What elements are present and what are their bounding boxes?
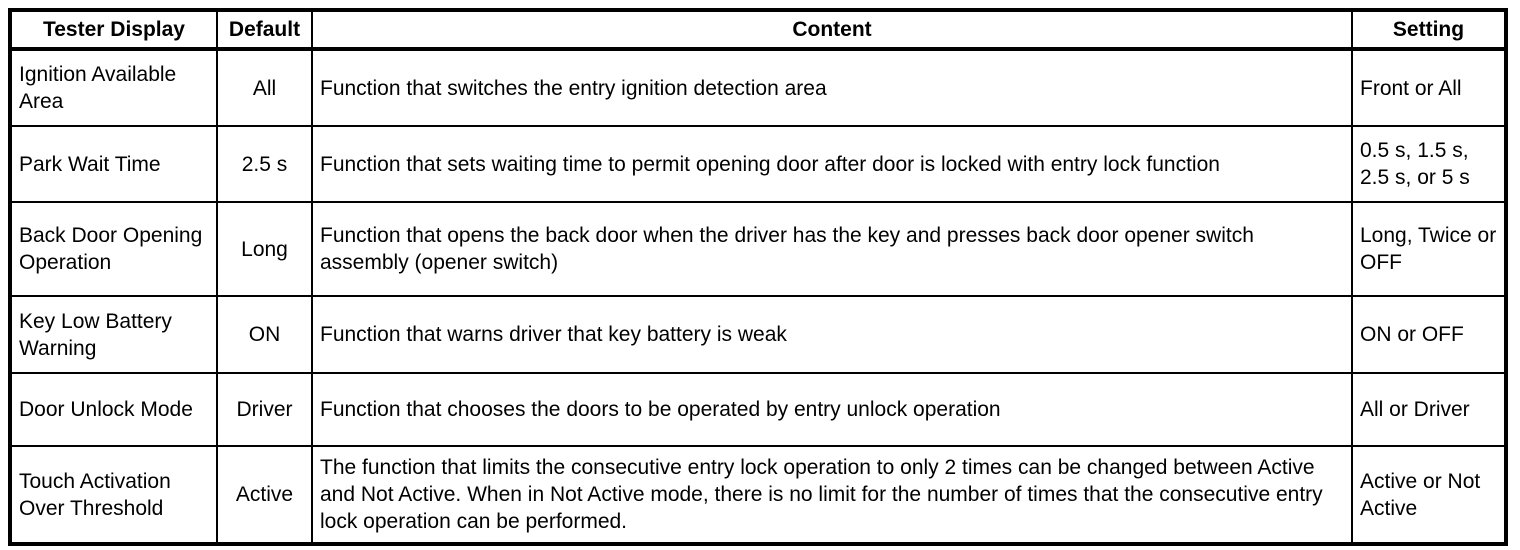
table-row: Back Door Opening Operation Long Functio… (9, 201, 1507, 298)
cell-setting: Active or Not Active (1351, 445, 1507, 546)
cell-tester-display: Park Wait Time (9, 125, 218, 204)
cell-default: Active (216, 445, 313, 546)
cell-default: 2.5 s (216, 125, 313, 204)
table-row: Key Low Battery Warning ON Function that… (9, 295, 1507, 375)
table-body: Ignition Available Area All Function tha… (9, 48, 1507, 546)
table-header-row: Tester Display Default Content Setting (9, 8, 1507, 52)
cell-content: Function that chooses the doors to be op… (311, 372, 1353, 448)
cell-content: The function that limits the consecutive… (311, 445, 1353, 546)
column-header-setting: Setting (1351, 8, 1507, 52)
cell-tester-display: Touch Activation Over Threshold (9, 445, 218, 546)
cell-setting: ON or OFF (1351, 295, 1507, 375)
table-header: Tester Display Default Content Setting (9, 8, 1507, 52)
cell-default: Driver (216, 372, 313, 448)
table-row: Ignition Available Area All Function tha… (9, 48, 1507, 128)
cell-content: Function that opens the back door when t… (311, 201, 1353, 298)
table-row: Park Wait Time 2.5 s Function that sets … (9, 125, 1507, 204)
cell-default: All (216, 48, 313, 128)
column-header-tester-display: Tester Display (9, 8, 218, 52)
spec-table-container: Tester Display Default Content Setting I… (8, 8, 1508, 547)
cell-setting: 0.5 s, 1.5 s, 2.5 s, or 5 s (1351, 125, 1507, 204)
tester-display-settings-table: Tester Display Default Content Setting I… (8, 8, 1508, 547)
cell-tester-display: Back Door Opening Operation (9, 201, 218, 298)
column-header-content: Content (311, 8, 1353, 52)
cell-content: Function that switches the entry ignitio… (311, 48, 1353, 128)
cell-content: Function that sets waiting time to permi… (311, 125, 1353, 204)
cell-default: Long (216, 201, 313, 298)
cell-setting: Long, Twice or OFF (1351, 201, 1507, 298)
cell-content: Function that warns driver that key batt… (311, 295, 1353, 375)
table-row: Door Unlock Mode Driver Function that ch… (9, 372, 1507, 448)
column-header-default: Default (216, 8, 313, 52)
cell-tester-display: Key Low Battery Warning (9, 295, 218, 375)
cell-default: ON (216, 295, 313, 375)
cell-tester-display: Door Unlock Mode (9, 372, 218, 448)
cell-setting: Front or All (1351, 48, 1507, 128)
cell-setting: All or Driver (1351, 372, 1507, 448)
table-row: Touch Activation Over Threshold Active T… (9, 445, 1507, 546)
cell-tester-display: Ignition Available Area (9, 48, 218, 128)
